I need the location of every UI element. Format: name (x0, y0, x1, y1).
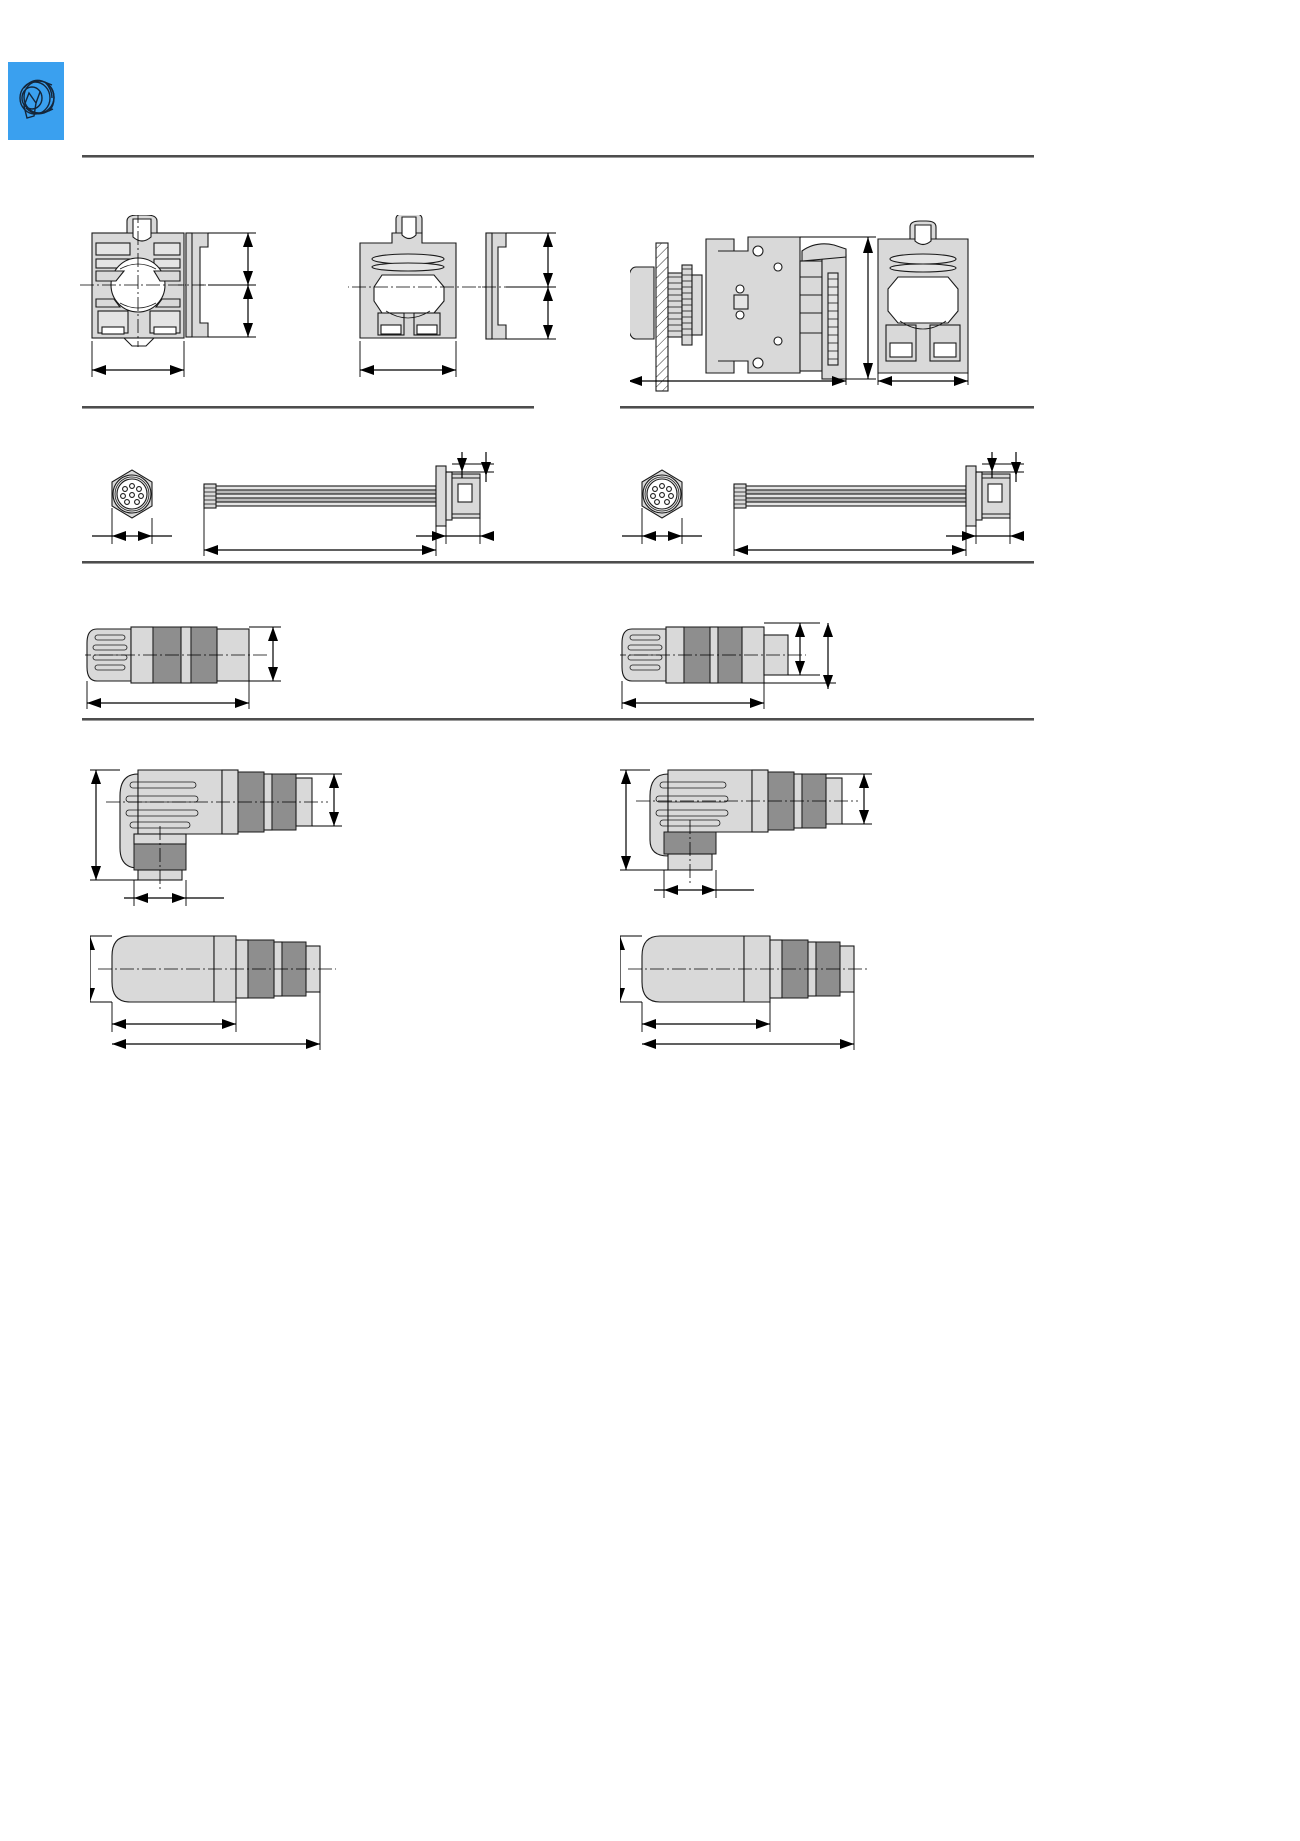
adapter-side-view-a (178, 232, 256, 338)
divider-row3 (82, 718, 1034, 721)
angled-connector-male-left (90, 935, 336, 1050)
angled-connector-female-left (90, 769, 342, 906)
divider-row2 (82, 561, 1034, 564)
divider-top (82, 155, 1034, 158)
divider-row1b (620, 406, 1034, 409)
adapter-front-view-a (80, 215, 204, 377)
angled-connector-female-right (620, 769, 872, 898)
selector-switch-icon (19, 79, 55, 119)
adapter-front-view-b (348, 215, 498, 377)
cable-assembly-right (622, 452, 1024, 556)
straight-connector-right (620, 622, 836, 709)
switch-assembly-front-view (877, 220, 969, 386)
adapter-side-view-b (478, 232, 556, 340)
angled-connector-male-right (620, 935, 870, 1050)
brand-chip (8, 62, 64, 140)
straight-connector-left (85, 626, 281, 709)
cable-assembly-left (92, 452, 494, 556)
divider-row1 (82, 406, 534, 409)
switch-assembly-side-view (630, 236, 876, 392)
